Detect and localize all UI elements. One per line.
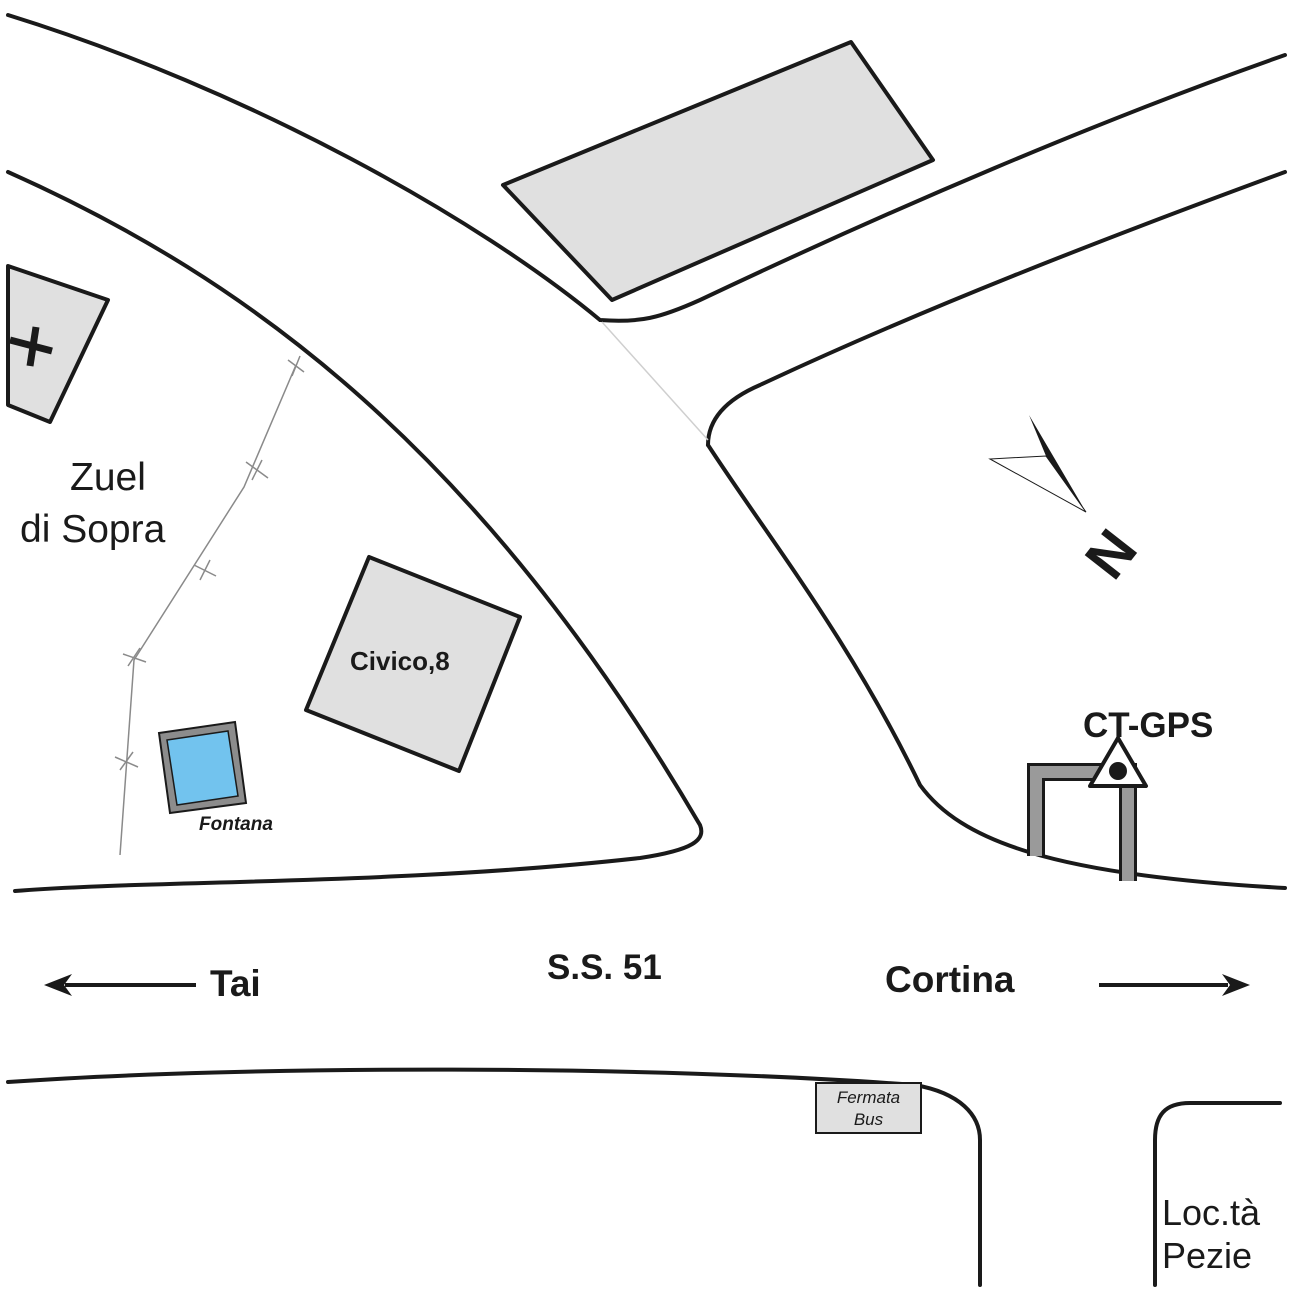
ct-gps-frame — [1027, 763, 1137, 881]
bus-stop-label-line2: Bus — [853, 1110, 884, 1129]
fountain-icon — [157, 720, 248, 815]
survey-point-icon — [1088, 736, 1148, 788]
building-north — [501, 40, 935, 302]
church-cross-icon — [9, 326, 53, 367]
crossing-line — [601, 321, 709, 441]
building-label-civico: Civico,8 — [350, 646, 450, 676]
road-edge-east — [706, 443, 1287, 890]
arrow-right-icon — [1099, 974, 1250, 996]
bus-stop-box — [815, 1082, 922, 1134]
fence-line — [114, 355, 305, 856]
road-edge-south — [6, 1067, 982, 1287]
building-civico-8 — [304, 555, 522, 773]
fountain-label: Fontana — [199, 814, 273, 835]
building-church — [6, 264, 110, 424]
road-edge-west — [6, 170, 704, 893]
side-road-edge — [1153, 1101, 1282, 1287]
north-arrow-icon — [988, 415, 1087, 513]
place-label-pezie: Pezie — [1162, 1235, 1253, 1276]
place-label-zuel: Zuel — [70, 456, 146, 499]
arrow-left-icon — [44, 974, 196, 996]
ct-gps-label: CT-GPS — [1083, 706, 1214, 745]
destination-label-cortina: Cortina — [885, 959, 1015, 1000]
destination-label-tai: Tai — [210, 963, 261, 1004]
bus-stop-label-line1: Fermata — [836, 1088, 901, 1107]
place-label-loc-ta: Loc.tà — [1162, 1192, 1261, 1233]
road-edge-upper-left — [6, 13, 1287, 323]
road-edge-north-east — [706, 170, 1287, 447]
road-name-label: S.S. 51 — [547, 948, 662, 987]
place-label-di-sopra: di Sopra — [20, 508, 166, 551]
